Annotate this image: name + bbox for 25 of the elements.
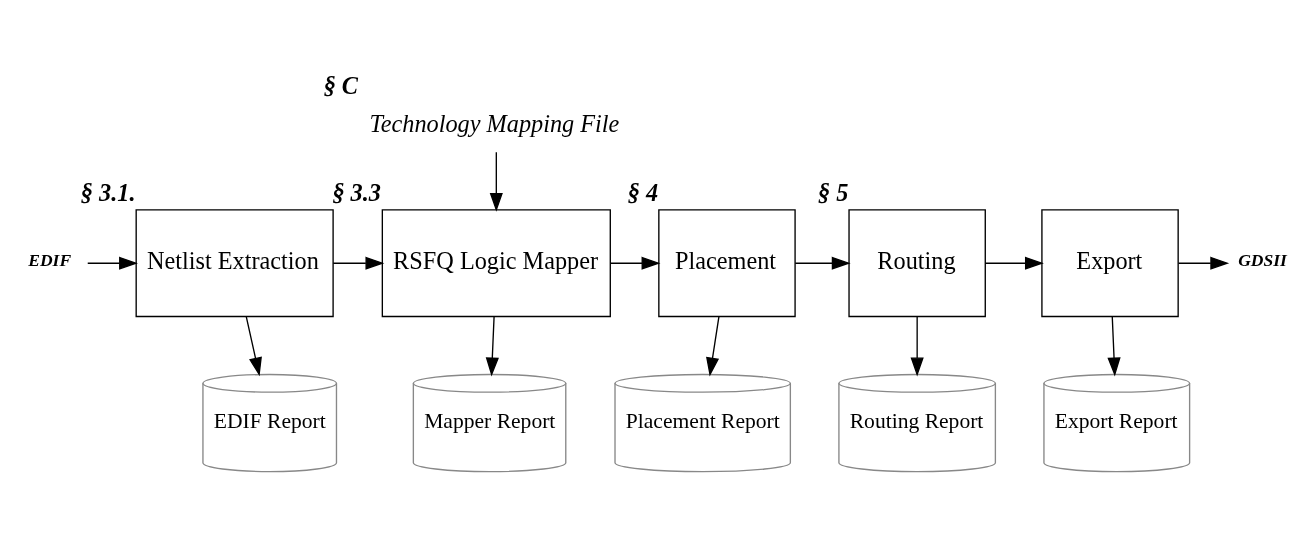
arrow <box>245 315 262 376</box>
node-text: EDIF <box>28 249 72 270</box>
node-box: Export <box>1041 208 1179 317</box>
node-label: § 3.1. <box>80 178 136 206</box>
node-box: Netlist Extraction <box>135 208 334 317</box>
arrow <box>984 256 1044 270</box>
node-box: Routing <box>848 208 986 317</box>
arrow <box>485 315 499 376</box>
node-label: § 5 <box>818 178 849 206</box>
node-box: Placement <box>658 208 796 317</box>
arrow <box>1177 256 1230 270</box>
node-text: Technology Mapping File <box>369 109 620 137</box>
arrow <box>794 256 851 270</box>
arrow <box>87 256 138 270</box>
arrow <box>910 315 924 376</box>
node-label: § C <box>323 71 359 99</box>
node-text: GDSII <box>1238 249 1287 270</box>
arrow <box>610 256 661 270</box>
arrow <box>706 315 720 376</box>
node-label: § 3.3 <box>332 178 381 206</box>
arrow <box>1107 315 1121 376</box>
node-box: RSFQ Logic Mapper <box>381 208 611 317</box>
node-label: § 4 <box>627 178 659 206</box>
arrow <box>489 150 503 212</box>
arrow <box>332 256 385 270</box>
